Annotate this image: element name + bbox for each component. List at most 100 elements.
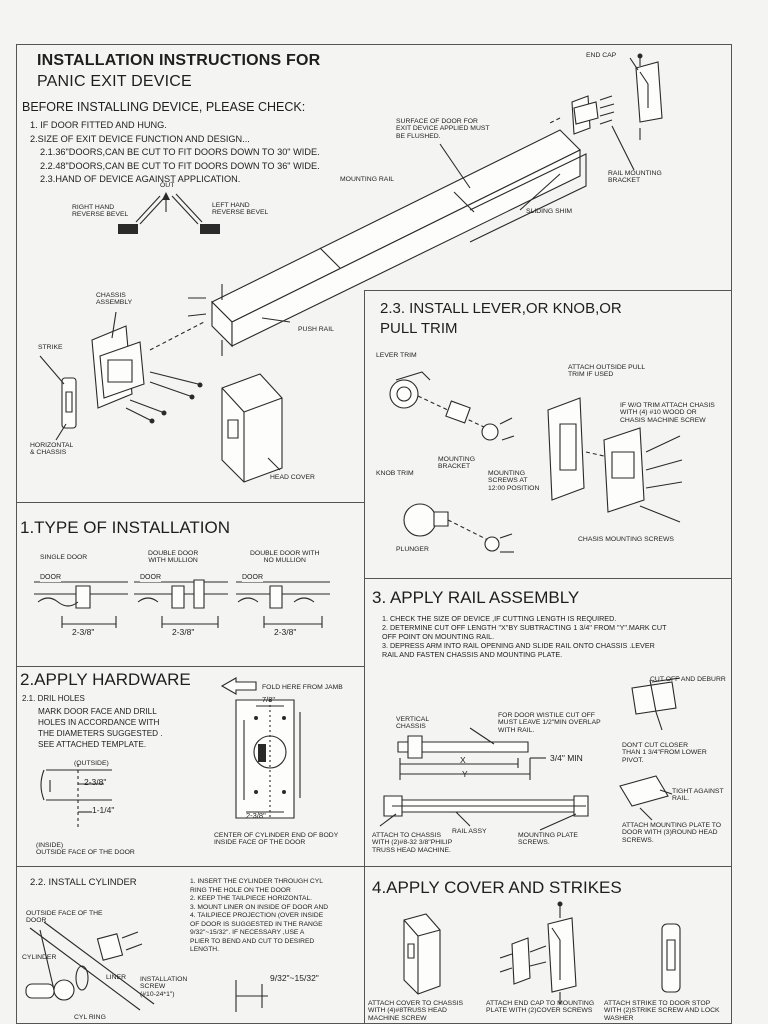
hardware-sub-heading: 2.1. DRIL HOLES (22, 694, 85, 703)
cylinder-heading: 2.2. INSTALL CYLINDER (30, 877, 137, 888)
door-tag: DOOR (40, 574, 61, 583)
label-chassis-assembly: CHASSIS ASSEMBLY (96, 292, 133, 307)
hardware-heading: 2.APPLY HARDWARE (20, 670, 191, 689)
cover-caption-1: ATTACH COVER TO CHASSIS WITH (4)#8TRUSS … (368, 1000, 464, 1022)
label-inside: (INSIDE) OUTSIDE FACE OF THE DOOR (36, 842, 135, 857)
label-end-cap: END CAP (586, 52, 617, 59)
cylinder-step: 2. KEEP THE TAILPIECE HORIZONTAL. (190, 895, 313, 902)
door-tag: DOOR (242, 574, 263, 583)
label-fold: FOLD HERE FROM JAMB (262, 684, 343, 691)
rail-steps: 1. CHECK THE SIZE OF DEVICE ,IF CUTTING … (382, 614, 728, 659)
install-type-mullion: DOOR 2-3/8" (132, 572, 232, 642)
rail-step: 1. CHECK THE SIZE OF DEVICE ,IF CUTTING … (382, 614, 617, 623)
label-lever-trim: LEVER TRIM (376, 352, 417, 359)
label-left-hand-bevel: LEFT HAND REVERSE BEVEL (212, 202, 269, 217)
cover-caption-2: ATTACH END CAP TO MOUNTING PLATE WITH (2… (486, 1000, 595, 1015)
dim-label: 2-3/8" (172, 627, 195, 637)
cover-heading: 4.APPLY COVER AND STRIKES (372, 878, 622, 897)
label-horizontal-chassis: HORIZONTAL & CHASSIS (30, 442, 74, 457)
check-heading: BEFORE INSTALLING DEVICE, PLEASE CHECK: (22, 100, 306, 114)
label-dont-cut: DON'T CUT CLOSER THAN 1 3/4"FROM LOWER P… (622, 742, 707, 764)
cylinder-steps: 1. INSERT THE CYLINDER THROUGH CYL RING … (190, 878, 362, 955)
type-install-heading: 1.TYPE OF INSTALLATION (20, 518, 231, 537)
label-sliding-shim: SLIDING SHIM (526, 208, 573, 215)
label-min: 3/4" MIN (550, 753, 583, 763)
divider-trim-top (364, 290, 732, 291)
install-type-single-label: SINGLE DOOR (40, 554, 88, 561)
label-surface-flush: SURFACE OF DOOR FOR EXIT DEVICE APPLIED … (396, 118, 490, 140)
label-x: X (460, 755, 466, 765)
label-outside-face: OUTSIDE FACE OF THE DOOR (26, 910, 103, 925)
no-mullion-door-figure (234, 572, 334, 642)
label-mounting-plate-screws: MOUNTING PLATE SCREWS. (518, 832, 578, 847)
hardware-text: MARK DOOR FACE AND DRILL HOLES IN ACCORD… (38, 707, 163, 749)
label-push-rail: PUSH RAIL (298, 326, 334, 333)
label-dim-b: 1-1/4" (92, 805, 115, 815)
single-door-figure (32, 572, 132, 642)
label-outside: (OUTSIDE) (74, 760, 109, 767)
label-mounting-screws: MOUNTING SCREWS AT 12:00 POSITION (488, 470, 540, 492)
title-line-1: INSTALLATION INSTRUCTIONS FOR (37, 52, 321, 69)
label-dim-a: 2-3/8" (84, 777, 107, 787)
check-item: 2.2.48"DOORS,CAN BE CUT TO FIT DOORS DOW… (40, 160, 320, 171)
check-item: 2.SIZE OF EXIT DEVICE FUNCTION AND DESIG… (30, 133, 250, 144)
dim-label: 2-3/8" (274, 627, 297, 637)
check-item: 2.1.36"DOORS,CAN BE CUT TO FIT DOORS DOW… (40, 147, 320, 157)
rail-step: 3. DEPRESS ARM INTO RAIL OPENING AND SLI… (382, 641, 655, 659)
label-tailpiece-range: 9/32"~15/32" (270, 973, 319, 983)
install-type-no-mullion-label: DOUBLE DOOR WITH NO MULLION (250, 550, 320, 565)
divider-bottom (16, 866, 732, 867)
label-right-hand-bevel: RIGHT HAND REVERSE BEVEL (72, 204, 129, 219)
install-type-mullion-label: DOUBLE DOOR WITH MULLION (148, 550, 199, 565)
label-mounting-rail: MOUNTING RAIL (340, 176, 395, 183)
trim-heading-line-2: PULL TRIM (380, 320, 458, 337)
label-strike: STRIKE (38, 344, 63, 351)
label-rail-bracket: RAIL MOUNTING BRACKET (608, 170, 662, 185)
label-center-cylinder: CENTER OF CYLINDER END OF BODY INSIDE FA… (214, 832, 339, 847)
label-vertical-chassis: VERTICAL CHASSIS (396, 716, 430, 731)
dim-label: 2-3/8" (72, 627, 95, 637)
label-dim-c: 2-3/8" (246, 811, 266, 820)
install-type-no-mullion: DOOR 2-3/8" (234, 572, 334, 642)
label-mounting-bracket: MOUNTING BRACKET (438, 456, 476, 471)
check-item: 2.3.HAND OF DEVICE AGAINST APPLICATION. (40, 174, 241, 184)
label-cyl-ring: CYL RING (74, 1014, 106, 1021)
label-wistile: FOR DOOR WISTILE CUT OFF MUST LEAVE 1/2"… (498, 712, 601, 734)
cylinder-step: 1. INSERT THE CYLINDER THROUGH CYL RING … (190, 878, 323, 894)
title-line-2: PANIC EXIT DEVICE (37, 73, 192, 90)
label-rail-assy: RAIL ASSY (452, 828, 487, 835)
divider-vertical-right (364, 290, 365, 1024)
check-item: 1. IF DOOR FITTED AND HUNG. (30, 120, 167, 130)
label-y: Y (462, 769, 468, 779)
divider-rail-top (364, 578, 732, 579)
label-installation-screw: INSTALLATION SCREW (#10-24*1") (140, 976, 188, 998)
label-head-cover: HEAD COVER (270, 474, 315, 481)
cover-caption-3: ATTACH STRIKE TO DOOR STOP WITH (2)STRIK… (604, 1000, 720, 1022)
divider-hardware-top (16, 666, 364, 667)
label-plunger: PLUNGER (396, 546, 429, 553)
install-type-single: DOOR 2-3/8" (32, 572, 132, 642)
label-attach-plate: ATTACH MOUNTING PLATE TO DOOR WITH (3)RO… (622, 822, 722, 844)
label-attach-outside-pull: ATTACH OUTSIDE PULL TRIM IF USED (568, 364, 646, 379)
label-dim-top: 7/8" (262, 695, 276, 704)
check-list: 1. IF DOOR FITTED AND HUNG. 2.SIZE OF EX… (30, 119, 320, 187)
trim-heading-line-1: 2.3. INSTALL LEVER,OR KNOB,OR (380, 300, 622, 317)
cylinder-step: 3. MOUNT LINER ON INSIDE OF DOOR AND (190, 903, 329, 911)
label-out: OUT (160, 182, 175, 189)
label-chasis-mounting-screws: CHASIS MOUNTING SCREWS (578, 536, 674, 543)
label-tight: TIGHT AGAINST RAIL. (672, 788, 724, 803)
door-tag: DOOR (140, 574, 161, 583)
label-attach-chassis: ATTACH TO CHASSIS WITH (2)#8-32 3/8"PHIL… (372, 832, 453, 854)
rail-heading: 3. APPLY RAIL ASSEMBLY (372, 588, 580, 607)
divider-top-left (16, 502, 364, 503)
label-without-trim: IF W/O TRIM ATTACH CHASIS WITH (4) #10 W… (620, 402, 715, 424)
label-liner: LINER (106, 974, 127, 981)
rail-step: 2. DETERMINE CUT OFF LENGTH "X"BY SUBTRA… (382, 623, 667, 641)
cylinder-step: 4. TAILPIECE PROJECTION (OVER INSIDE OF … (190, 912, 324, 953)
